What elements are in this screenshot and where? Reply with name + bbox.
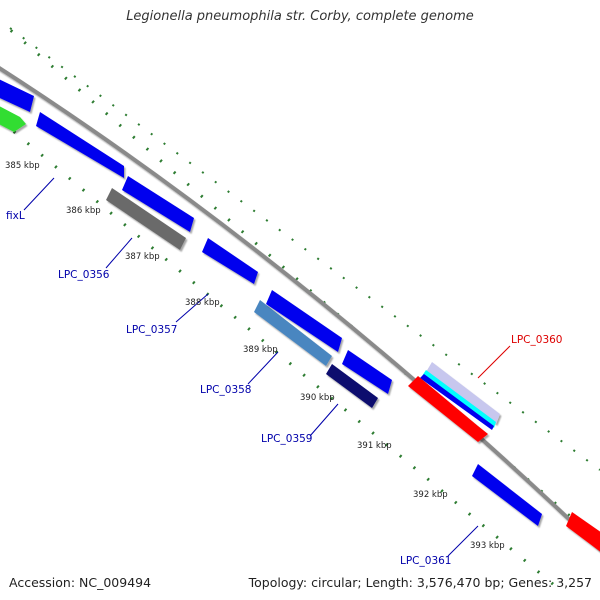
genome-backbone [0, 66, 600, 552]
gene-blue-fixL [36, 112, 124, 178]
accession-text: Accession: NC_009494 [9, 575, 152, 590]
leader-LPC_0360 [477, 345, 511, 379]
leader-LPC_0356 [105, 237, 133, 269]
gene-label-LPC_0360[interactable]: LPC_0360 [511, 334, 563, 346]
gene-steelblue-0358 [254, 300, 332, 366]
inner-dotted-track [0, 118, 561, 592]
tick-label: 392 kbp [413, 490, 448, 500]
tick-label: 389 kbp [243, 345, 278, 355]
gene-blue-4 [342, 350, 392, 394]
leader-fixL [23, 177, 55, 211]
gene-green [0, 106, 26, 132]
gene-cyan-0360 [422, 370, 496, 428]
leader-LPC_0357 [175, 293, 209, 323]
leader-LPC_0358 [247, 351, 279, 385]
tick-label: 390 kbp [300, 393, 335, 403]
leader-LPC_0359 [309, 403, 339, 437]
gene-blue-0360 [420, 374, 494, 430]
gene-lavender-0360 [426, 362, 500, 424]
gene-label-LPC_0361[interactable]: LPC_0361 [400, 555, 452, 567]
gene-blue-2 [202, 238, 258, 284]
gene-labels: fixL LPC_0356 LPC_0357 LPC_0358 LPC_0359… [6, 210, 563, 567]
tick-label: 391 kbp [357, 441, 392, 451]
gene-blue-3 [266, 290, 342, 352]
tick-label: 386 kbp [66, 206, 101, 216]
gene-blue-0357 [122, 176, 194, 232]
gene-blue-1 [0, 79, 34, 112]
gene-label-LPC_0356[interactable]: LPC_0356 [58, 269, 110, 281]
gene-label-LPC_0359[interactable]: LPC_0359 [261, 433, 313, 445]
outer-dotted-track-2 [9, 27, 600, 471]
topology-text: Topology: circular; Length: 3,576,470 bp… [248, 575, 592, 590]
gene-red-0360 [408, 376, 488, 442]
tick-label: 388 kbp [185, 298, 220, 308]
map-title: Legionella pneumophila str. Corby, compl… [126, 9, 474, 24]
tick-labels: 385 kbp 386 kbp 387 kbp 388 kbp 389 kbp … [5, 161, 505, 551]
gene-label-LPC_0358[interactable]: LPC_0358 [200, 384, 252, 396]
gene-label-LPC_0357[interactable]: LPC_0357 [126, 324, 178, 336]
tick-label: 393 kbp [470, 541, 505, 551]
gene-gray-0356 [106, 188, 186, 250]
gene-navy-0359 [326, 364, 378, 408]
tick-label: 385 kbp [5, 161, 40, 171]
gene-label-fixL[interactable]: fixL [6, 210, 25, 222]
gene-features [0, 79, 600, 552]
tick-label: 387 kbp [125, 252, 160, 262]
leader-LPC_0361 [447, 525, 479, 557]
gene-blue-0361 [472, 464, 542, 526]
gene-red-2 [566, 512, 600, 552]
